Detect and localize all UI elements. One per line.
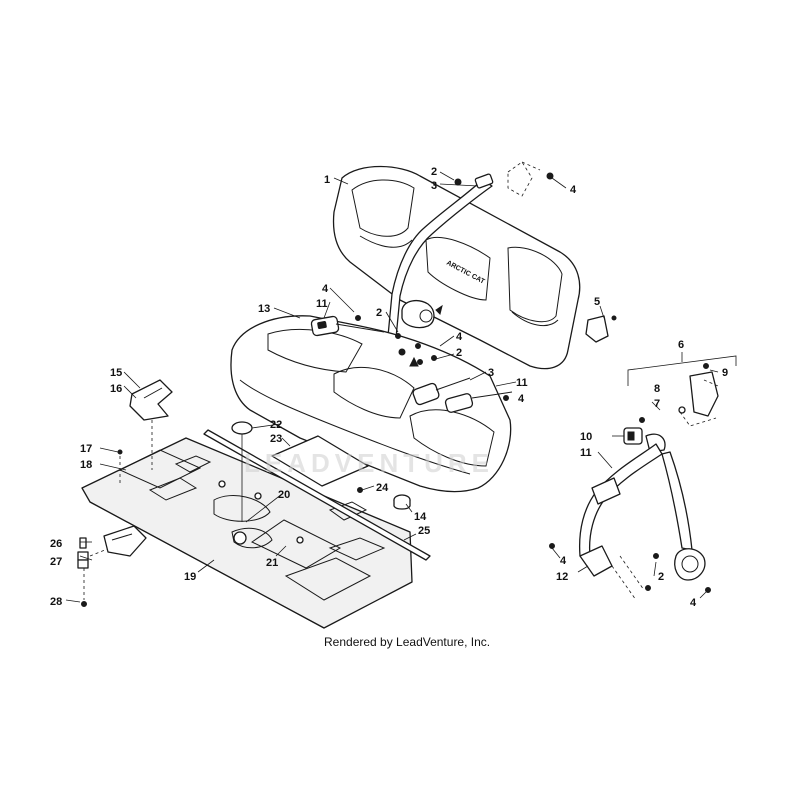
buckle-right [444, 391, 513, 413]
seat-retractor [401, 299, 435, 329]
center-hardware [355, 304, 509, 401]
callout-28: 28 [50, 596, 62, 608]
seat-back-bracket [585, 315, 617, 343]
callout-17: 17 [80, 443, 92, 455]
callout-2-seat-lower: 2 [456, 347, 462, 359]
fastener-24 [357, 487, 363, 493]
bumper [393, 494, 411, 510]
callout-7: 7 [654, 398, 660, 410]
callout-26: 26 [50, 538, 62, 550]
callout-10: 10 [580, 431, 592, 443]
grommet [231, 421, 253, 435]
callout-2-belt: 2 [658, 571, 664, 583]
callout-1: 1 [324, 174, 330, 186]
buckle-center [412, 377, 471, 406]
cover-plate [271, 435, 369, 487]
callout-4-belt-right: 4 [690, 597, 697, 609]
callout-20: 20 [278, 489, 290, 501]
callout-4-top-right: 4 [570, 184, 577, 196]
callout-11-left-seat: 11 [316, 298, 328, 310]
callout-18: 18 [80, 459, 92, 471]
callout-4-belt-left: 4 [560, 555, 567, 567]
belt-bracket [129, 379, 173, 470]
callout-21: 21 [266, 557, 278, 569]
callout-19: 19 [184, 571, 196, 583]
callout-23: 23 [270, 433, 282, 445]
callout-5: 5 [594, 296, 600, 308]
callout-4-seat-center: 4 [456, 331, 463, 343]
seal-strip [203, 429, 431, 561]
callout-9: 9 [722, 367, 728, 379]
leader-lines [65, 171, 719, 603]
callout-2-seat-center: 2 [376, 307, 382, 319]
watermark: LEADVENTURE [244, 448, 494, 478]
seat-bottom [230, 315, 512, 493]
callout-3-seat: 3 [488, 367, 494, 379]
hardware-26-28 [77, 525, 147, 607]
callout-16: 16 [110, 383, 122, 395]
callout-4-left-seat: 4 [322, 283, 329, 295]
footer-credit: Rendered by LeadVenture, Inc. [324, 635, 490, 649]
screw-17 [117, 449, 123, 455]
callout-6: 6 [678, 339, 684, 351]
callout-25: 25 [418, 525, 430, 537]
callout-27: 27 [50, 556, 62, 568]
callout-13: 13 [258, 303, 270, 315]
callout-labels: 1 2 3 4 5 6 7 8 9 10 11 12 13 14 15 16 1… [50, 166, 728, 609]
callout-11-seat-right: 11 [516, 377, 528, 389]
callout-4-seat-right: 4 [518, 393, 525, 405]
seat-back [332, 165, 581, 370]
belt-assembly-right [549, 352, 737, 601]
callout-8: 8 [654, 383, 660, 395]
callout-22: 22 [270, 419, 282, 431]
callout-2-top: 2 [431, 166, 437, 178]
callout-3-top: 3 [431, 180, 437, 192]
callout-11-right: 11 [580, 447, 592, 459]
callout-24: 24 [376, 482, 389, 494]
callout-15: 15 [110, 367, 122, 379]
floor-panel [81, 437, 413, 629]
callout-14: 14 [414, 511, 427, 523]
buckle-left [310, 315, 385, 337]
callout-12: 12 [556, 571, 568, 583]
